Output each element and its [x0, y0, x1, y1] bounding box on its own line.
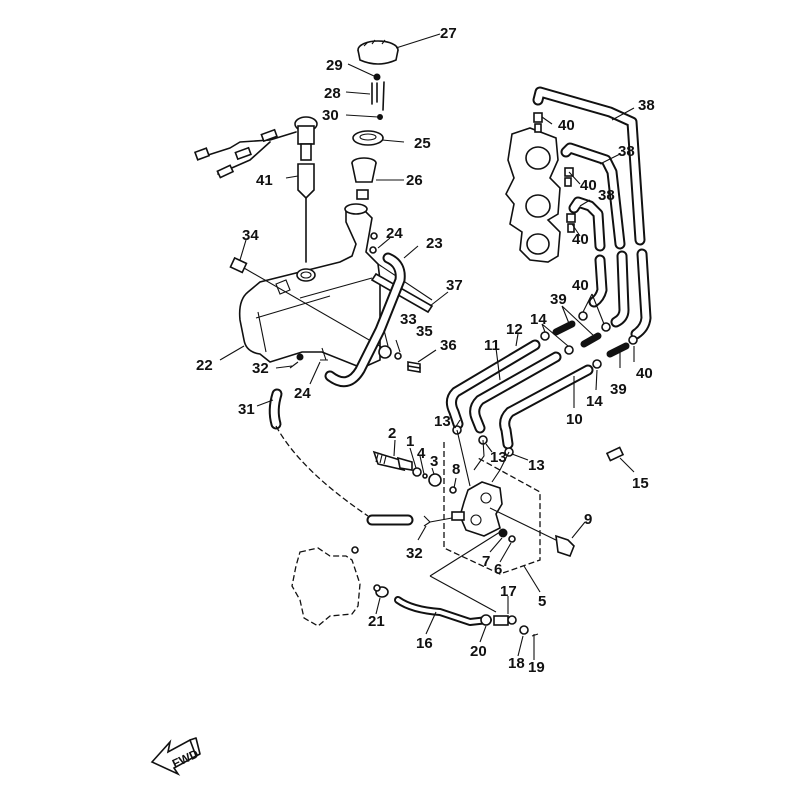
callout-4: 4 [417, 445, 426, 462]
hoses-10-11-12 [445, 339, 594, 450]
pin-4 [422, 473, 428, 479]
callout-40-pair: 40 [572, 277, 589, 294]
fittings-14-40 [540, 311, 638, 369]
cap-pin-30 [377, 114, 383, 120]
callout-38-mid: 38 [618, 143, 635, 160]
clip-8 [449, 486, 457, 494]
callout-20: 20 [470, 643, 487, 660]
callout-9: 9 [584, 511, 592, 528]
union-17 [493, 615, 517, 626]
clip-32-tank [289, 353, 304, 369]
bolt-36 [407, 361, 421, 373]
callout-7: 7 [482, 553, 490, 570]
hose-31 [268, 388, 414, 526]
callout-10: 10 [566, 411, 583, 428]
fwd-direction-arrow: FWD [150, 737, 201, 776]
leader-lines [219, 33, 635, 660]
callout-16: 16 [416, 635, 433, 652]
cap-gasket-25 [352, 130, 384, 146]
callout-24-lower: 24 [294, 385, 311, 402]
oring-1 [412, 467, 422, 477]
pump-drive-gear-2 [372, 450, 413, 472]
oil-pump-5 [429, 429, 541, 613]
callout-39-pair: 39 [550, 291, 567, 308]
oil-tank-22 [238, 203, 381, 369]
clip-32-pump [423, 515, 453, 527]
callout-30: 30 [322, 107, 339, 124]
callout-3: 3 [430, 453, 438, 470]
callout-25: 25 [414, 135, 431, 152]
bracket-15 [605, 446, 625, 462]
crankcase-fragment [291, 546, 361, 627]
callout-23: 23 [426, 235, 443, 252]
callout-13-left: 13 [434, 413, 451, 430]
bushing-3 [428, 473, 442, 487]
callout-19: 19 [528, 659, 545, 676]
callout-24-upper: 24 [386, 225, 403, 242]
callout-40-top: 40 [558, 117, 575, 134]
callout-32-tank: 32 [252, 360, 269, 377]
callout-15: 15 [632, 475, 649, 492]
hose-16 [394, 596, 492, 626]
bolt-34 [229, 256, 391, 353]
collar-33 [378, 345, 392, 359]
filler-cap [357, 39, 399, 65]
callout-32-pump: 32 [406, 545, 423, 562]
pin-19 [531, 633, 539, 640]
oil-strainer-26 [351, 157, 377, 200]
screw-9 [555, 534, 575, 557]
callouts: 27 29 28 30 25 41 26 34 24 23 37 33 35 3… [196, 25, 655, 676]
cap-chain-28 [371, 81, 385, 111]
callout-14-right: 14 [586, 393, 603, 410]
callout-27: 27 [440, 25, 457, 42]
callout-22: 22 [196, 357, 213, 374]
callout-38-low: 38 [598, 187, 615, 204]
hose-23 [324, 252, 406, 388]
cap-washer-29 [373, 73, 381, 81]
callout-26: 26 [406, 172, 423, 189]
callout-13-right: 13 [528, 457, 545, 474]
callout-6: 6 [494, 561, 502, 578]
callout-37: 37 [446, 277, 463, 294]
callout-5: 5 [538, 593, 546, 610]
callout-40-low: 40 [572, 231, 589, 248]
callout-2: 2 [388, 425, 396, 442]
callout-17: 17 [500, 583, 517, 600]
callout-38-top: 38 [638, 97, 655, 114]
callout-13-mid: 13 [490, 449, 507, 466]
intake-carburetor-body [505, 127, 561, 263]
callout-11: 11 [484, 337, 500, 354]
callout-40-mid: 40 [580, 177, 597, 194]
oil-level-sensor-41 [193, 116, 318, 263]
callout-18: 18 [508, 655, 525, 672]
callout-36: 36 [440, 337, 457, 354]
callout-34: 34 [242, 227, 259, 244]
callout-21: 21 [368, 613, 385, 630]
callout-1: 1 [406, 433, 414, 450]
callout-31: 31 [238, 401, 255, 418]
callout-29: 29 [326, 57, 343, 74]
fitting-21 [373, 584, 389, 598]
callout-28: 28 [324, 85, 341, 102]
washer-35 [394, 352, 402, 360]
filter-20 [480, 614, 492, 626]
callout-8: 8 [452, 461, 460, 478]
clip-24 [320, 246, 377, 361]
screw-6 [508, 535, 516, 543]
seal-7 [498, 528, 508, 538]
cable-link-line [489, 507, 561, 543]
callout-40-right: 40 [636, 365, 653, 382]
bolt-18 [519, 625, 529, 635]
callout-33: 33 [400, 311, 417, 328]
callout-35: 35 [416, 323, 433, 340]
callout-41: 41 [256, 172, 273, 189]
callout-39-right: 39 [610, 381, 627, 398]
callout-12: 12 [506, 321, 523, 338]
callout-14-pair: 14 [530, 311, 547, 328]
